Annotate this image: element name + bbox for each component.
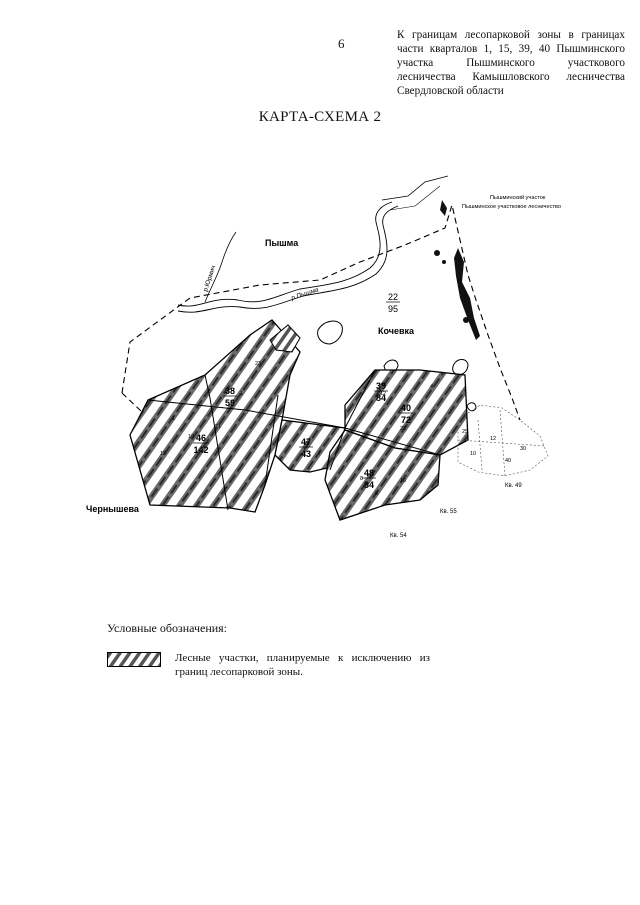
legend-swatch <box>107 652 161 667</box>
quarter-49-subdivisions <box>457 404 549 477</box>
quarter-label: 46 142 <box>193 433 209 455</box>
forest-plot-48 <box>324 429 441 521</box>
quarter-area: 142 <box>193 445 208 455</box>
river-pyshma <box>177 201 393 307</box>
quarter-number: 46 <box>196 433 206 443</box>
map-title: КАРТА-СХЕМА 2 <box>258 109 382 125</box>
quarter-label: 40 72 <box>399 403 413 425</box>
quarter-number: 22 <box>388 292 398 302</box>
river-pyshma-bank <box>177 205 399 313</box>
forest-patch <box>463 317 469 323</box>
svg-text:1: 1 <box>240 391 243 397</box>
place-chernysheva: Чернышева <box>86 504 140 514</box>
forest-edge <box>381 175 449 201</box>
svg-text:16: 16 <box>400 478 406 484</box>
legend-item-text: Лесные участки, планируемые к исключению… <box>175 652 430 678</box>
svg-text:40: 40 <box>505 458 511 464</box>
quarter-label: 48 84 <box>362 468 376 490</box>
quarter-line <box>329 369 376 471</box>
forest-plot-small <box>269 324 301 353</box>
quarter-label: 39 84 <box>374 381 388 403</box>
svg-text:4: 4 <box>430 384 433 390</box>
svg-text:1: 1 <box>172 416 175 422</box>
forest-patch <box>442 260 446 264</box>
river-label-pyshma: р.Пышма <box>290 286 320 302</box>
quarter-number: 38 <box>225 386 235 396</box>
svg-text:8: 8 <box>360 476 363 482</box>
quarter-area: 95 <box>388 304 398 314</box>
quarter-line <box>204 374 229 511</box>
forest-strip <box>454 248 480 340</box>
forest-patch <box>434 250 440 256</box>
page-number: 6 <box>338 36 345 51</box>
quarter-label: 22 95 <box>386 292 400 314</box>
quarter-number: 48 <box>364 468 374 478</box>
quarter-number: 40 <box>401 403 411 413</box>
quarter-area: 84 <box>376 393 386 403</box>
quarter-line <box>264 394 279 486</box>
quarter-area: 72 <box>401 415 411 425</box>
forest-park-boundary <box>121 392 143 413</box>
svg-text:3: 3 <box>305 441 308 447</box>
district-label-line1: Пышминский участок <box>490 194 546 201</box>
quarter-area: 43 <box>301 449 311 459</box>
quarter-area: 84 <box>364 480 374 490</box>
quarter-number: 39 <box>376 381 386 391</box>
svg-text:22: 22 <box>400 426 406 432</box>
svg-text:12: 12 <box>160 451 166 457</box>
excluded-forest-plots <box>129 319 469 521</box>
adjacent-quarter-label: Кв. 49 <box>505 483 522 489</box>
svg-text:10: 10 <box>470 451 476 457</box>
header-note: К границам лесопарковой зоны в границах … <box>397 29 625 97</box>
lake <box>466 402 477 412</box>
svg-text:18: 18 <box>188 434 194 440</box>
adjacent-quarter-label: Кв. 54 <box>390 533 407 539</box>
quarter-number: 47 <box>301 437 311 447</box>
forest-strip <box>440 200 447 216</box>
quarter-label: 47 43 <box>299 437 313 459</box>
lake <box>452 359 469 375</box>
district-label-line2: Пышминское участковое лесничество <box>462 204 561 210</box>
adjacent-quarter-label: Кв. 55 <box>440 509 457 515</box>
river-yurmich <box>204 231 237 303</box>
quarter-label: 38 59 <box>223 386 237 408</box>
forest-park-boundary <box>121 202 521 421</box>
svg-text:9: 9 <box>375 491 378 497</box>
svg-text:7: 7 <box>318 451 321 457</box>
svg-text:21: 21 <box>215 424 221 430</box>
quarter-line <box>147 399 441 456</box>
lake <box>317 320 343 345</box>
forest-edge <box>389 185 441 211</box>
svg-text:23: 23 <box>255 361 261 367</box>
svg-text:12: 12 <box>380 391 386 397</box>
place-pyshma: Пышма <box>265 238 299 248</box>
svg-text:25: 25 <box>462 429 468 435</box>
legend-title: Условные обозначения: <box>107 621 228 635</box>
quarter-area: 59 <box>225 398 235 408</box>
forest-plot-46 <box>129 319 301 513</box>
svg-text:12: 12 <box>490 436 496 442</box>
place-kochevka: Кочевка <box>378 326 415 336</box>
svg-text:30: 30 <box>520 446 526 452</box>
